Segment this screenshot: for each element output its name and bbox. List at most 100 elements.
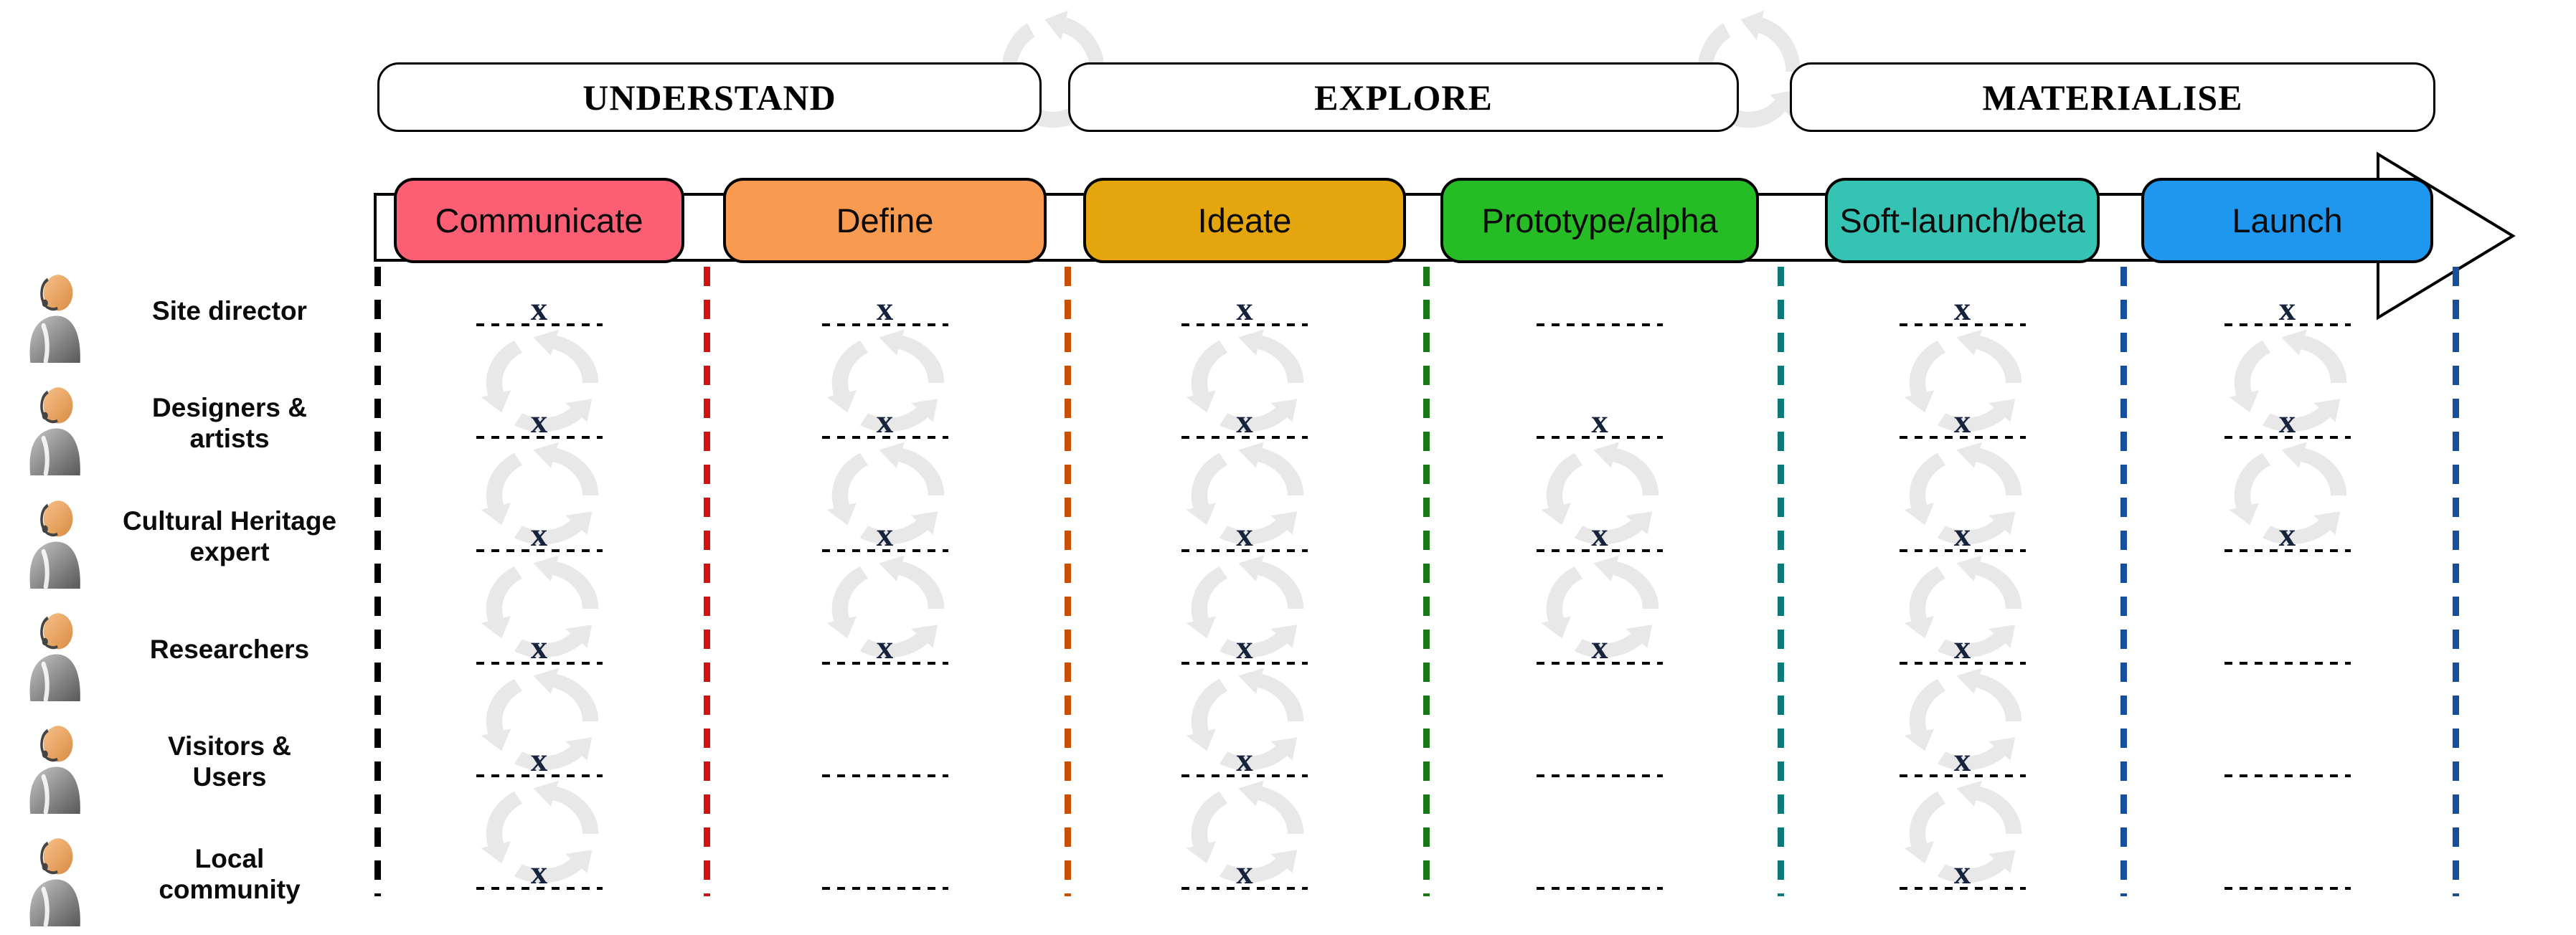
participation-x-mark: x <box>1953 403 1971 440</box>
person-icon <box>19 497 92 592</box>
participation-dotted-line <box>1899 323 2026 326</box>
actor-label-line: expert <box>189 537 270 566</box>
person-icon <box>19 835 92 929</box>
participation-x-mark: x <box>530 516 548 554</box>
participation-dotted-line <box>1537 323 1663 326</box>
stage-label: Launch <box>2232 201 2343 239</box>
participation-x-mark: x <box>1236 629 1253 666</box>
participation-dotted-line <box>2224 774 2351 777</box>
stage-label: Ideate <box>1197 201 1292 239</box>
participation-x-mark: x <box>530 741 548 779</box>
participation-dotted-line <box>1899 662 2026 665</box>
participation-dotted-line <box>821 549 948 552</box>
participation-x-mark: x <box>530 854 548 891</box>
participation-x-mark: x <box>2278 516 2296 554</box>
participation-dotted-line <box>1537 436 1663 439</box>
participation-dotted-line <box>476 549 603 552</box>
participation-x-mark: x <box>1236 403 1253 440</box>
participation-x-mark: x <box>876 290 894 328</box>
stage-separator-line <box>1065 267 1071 896</box>
participation-dotted-line <box>821 662 948 665</box>
participation-dotted-line <box>1899 774 2026 777</box>
participation-dotted-line <box>821 774 948 777</box>
stage-label: Communicate <box>435 201 643 239</box>
participation-dotted-line <box>1181 774 1308 777</box>
participation-x-mark: x <box>876 629 894 666</box>
actor-label-line: Designers & <box>152 393 307 422</box>
participation-dotted-line <box>1537 887 1663 890</box>
participation-x-mark: x <box>1953 516 1971 554</box>
participation-x-mark: x <box>1953 629 1971 666</box>
participation-x-mark: x <box>1236 290 1253 328</box>
participation-dotted-line <box>476 436 603 439</box>
stage-separator-line <box>2120 267 2127 896</box>
actor-label-line: Users <box>192 762 267 792</box>
stage-separator-line <box>704 267 710 896</box>
person-icon <box>19 384 92 478</box>
participation-dotted-line <box>476 887 603 890</box>
participation-x-mark: x <box>1953 741 1971 779</box>
actor-label-line: Cultural Heritage <box>122 506 337 536</box>
stage-box-prototype-alpha: Prototype/alpha <box>1440 178 1759 263</box>
actor-label-line: Site director <box>152 295 307 326</box>
participation-dotted-line <box>1181 662 1308 665</box>
phase-label: UNDERSTAND <box>582 77 836 118</box>
participation-dotted-line <box>1537 662 1663 665</box>
participation-dotted-line <box>821 887 948 890</box>
stage-separator-line <box>1778 267 1784 896</box>
actor-label-line: Visitors & <box>167 731 292 761</box>
actor-label: Site director <box>100 295 359 326</box>
participation-x-mark: x <box>1953 854 1971 891</box>
participation-dotted-line <box>1181 436 1308 439</box>
participation-dotted-line <box>1537 549 1663 552</box>
phase-label: MATERIALISE <box>1982 77 2243 118</box>
participation-dotted-line <box>1181 887 1308 890</box>
person-icon <box>19 722 92 817</box>
participation-x-mark: x <box>2278 290 2296 328</box>
participation-dotted-line <box>2224 662 2351 665</box>
actor-label-line: Researchers <box>149 634 310 664</box>
participation-x-mark: x <box>876 403 894 440</box>
participation-x-mark: x <box>530 290 548 328</box>
actor-label: Researchers <box>100 634 359 665</box>
stage-box-communicate: Communicate <box>394 178 684 263</box>
participation-dotted-line <box>2224 323 2351 326</box>
participation-x-mark: x <box>876 516 894 554</box>
participation-dotted-line <box>476 774 603 777</box>
stage-label: Prototype/alpha <box>1481 201 1718 239</box>
participation-dotted-line <box>2224 887 2351 890</box>
participation-dotted-line <box>821 436 948 439</box>
participation-dotted-line <box>1899 436 2026 439</box>
phase-box-materialise: MATERIALISE <box>1790 62 2435 132</box>
stage-box-ideate: Ideate <box>1083 178 1406 263</box>
actor-label-line: Local <box>194 844 265 873</box>
participation-x-mark: x <box>530 629 548 666</box>
participation-x-mark: x <box>2278 403 2296 440</box>
participation-dotted-line <box>476 323 603 326</box>
participation-x-mark: x <box>1591 403 1608 440</box>
participation-x-mark: x <box>1591 629 1608 666</box>
participation-dotted-line <box>1899 887 2026 890</box>
participation-x-mark: x <box>530 403 548 440</box>
person-icon <box>19 271 92 366</box>
participation-x-mark: x <box>1953 290 1971 328</box>
participation-x-mark: x <box>1236 741 1253 779</box>
stage-box-launch: Launch <box>2141 178 2433 263</box>
participation-dotted-line <box>476 662 603 665</box>
actor-label: Visitors &Users <box>100 731 359 792</box>
participation-dotted-line <box>1537 774 1663 777</box>
actor-label: Designers &artists <box>100 392 359 454</box>
stage-separator-line <box>374 267 381 896</box>
participation-dotted-line <box>821 323 948 326</box>
stage-box-soft-launch-beta: Soft-launch/beta <box>1825 178 2100 263</box>
stage-separator-line <box>1423 267 1430 896</box>
person-icon <box>19 609 92 704</box>
phase-label: EXPLORE <box>1314 77 1493 118</box>
participation-dotted-line <box>2224 549 2351 552</box>
phase-box-understand: UNDERSTAND <box>377 62 1042 132</box>
participation-dotted-line <box>1899 549 2026 552</box>
participation-x-mark: x <box>1236 854 1253 891</box>
